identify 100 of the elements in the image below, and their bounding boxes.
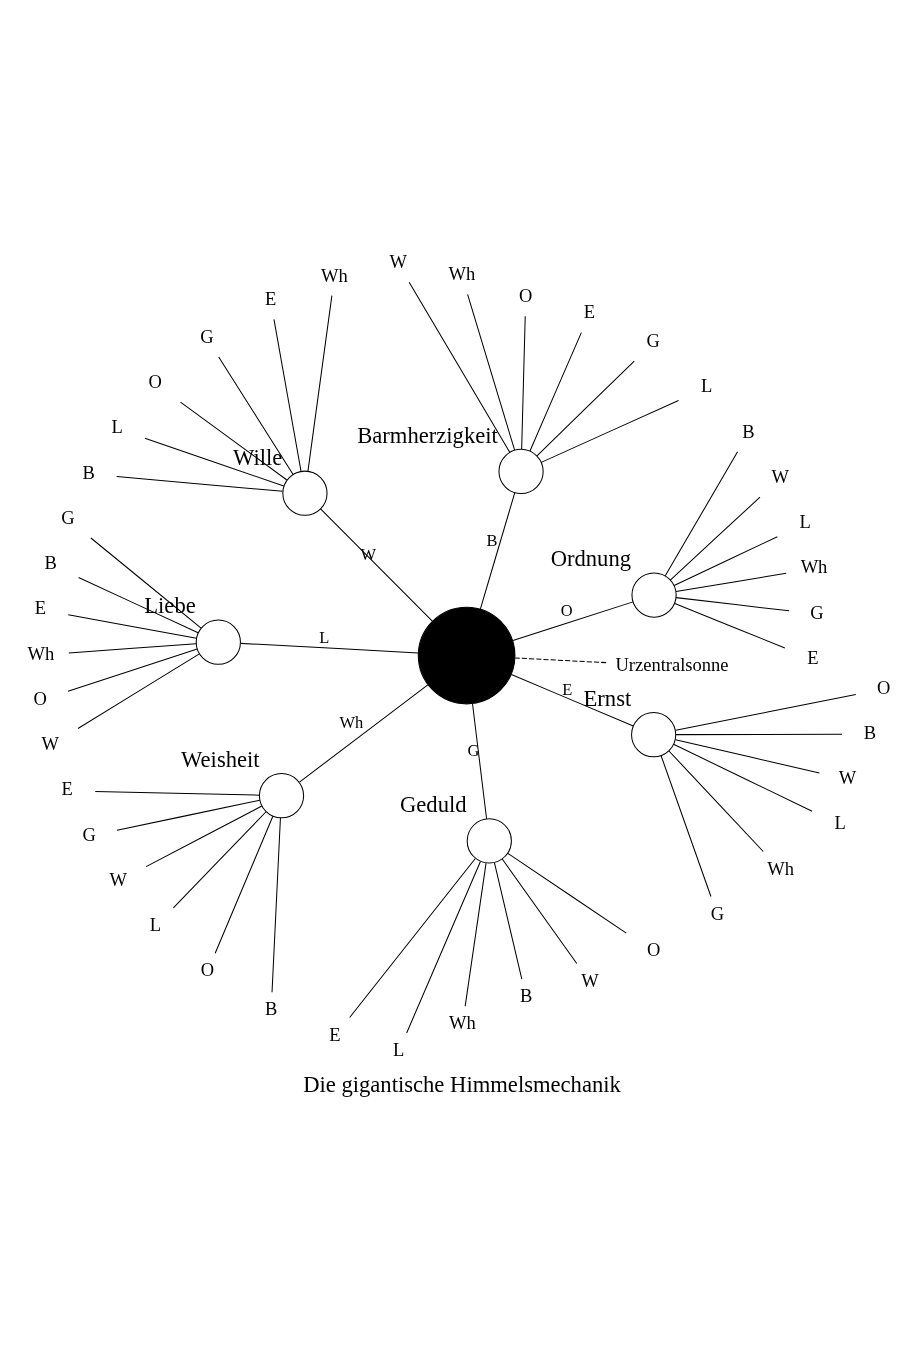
node-text: B [44,553,57,574]
edge-label: E [562,679,573,699]
connector [675,739,820,774]
connector [479,492,516,610]
node-text: Urzentralsonne [615,654,729,675]
connector [67,648,198,692]
connector [406,860,481,1034]
node-text: B [264,999,278,1020]
node-text: W [771,466,790,487]
edge-label: Wh [339,713,364,733]
connector [675,733,843,736]
node-circle [258,773,305,819]
node-label: Ernst [583,685,632,711]
node-text: O [519,286,533,307]
connector [349,858,476,1019]
connector [493,862,523,980]
connector [271,817,281,993]
node-text: O [877,677,891,698]
node-circle [631,572,677,618]
connector [77,653,200,729]
connector [501,858,578,965]
node-text: G [200,326,214,347]
edge-label: O [560,600,573,620]
node-text: W [109,869,127,890]
node-text: E [265,289,277,310]
node-text: Wh [448,264,476,285]
edge-label: B [486,530,498,550]
connector [669,496,761,581]
node-text: W [581,970,599,991]
node-text: Wh [27,643,55,664]
node-text: L [393,1040,405,1060]
connector [214,815,274,954]
connector [675,694,857,731]
connector [67,614,198,639]
connector [179,401,288,481]
node-text: E [34,598,47,619]
node-text: B [863,722,877,743]
node-text: E [329,1024,341,1045]
connector [307,295,333,472]
node-circle [417,606,516,705]
connector [521,315,526,450]
node-text: B [520,986,533,1007]
connector [273,318,302,472]
connector [675,597,790,612]
node-text: W [389,252,407,273]
connector [68,643,197,654]
node-label: Barmherzigkeit [357,422,498,448]
connector [529,332,582,452]
node-circle [466,818,512,864]
connector [116,799,261,831]
node-text: G [61,507,75,528]
node-text: Wh [449,1013,476,1034]
connector [320,508,433,622]
node-text: B [742,421,755,442]
connector [218,356,294,476]
node-text: W [41,734,59,755]
connector [660,755,712,898]
connector [510,674,634,727]
connector [673,536,778,587]
node-text: G [82,824,96,845]
node-text: O [200,960,215,981]
node-text: B [82,462,95,483]
node-text: O [647,940,661,961]
connector [536,360,635,457]
connector [467,293,516,451]
connector [514,657,607,664]
connector [240,642,419,654]
connector [172,811,267,909]
node-text: E [61,779,73,800]
connector [94,790,260,796]
node-text: G [710,903,725,924]
connector [90,537,202,629]
node-text: Wh [767,858,795,879]
node-text: O [148,372,162,393]
connector [408,281,511,453]
connector [540,399,680,463]
node-text: G [810,602,824,623]
connector [464,862,487,1007]
node-text: W [838,768,857,789]
node-text: G [646,331,660,352]
node-label: Ordnung [550,546,632,572]
node-circle [631,712,677,758]
connector [675,572,787,592]
connector [668,750,764,852]
node-label: Geduld [399,792,467,818]
node-text: L [700,376,713,397]
node-text: Wh [800,557,828,578]
caption: Die gigantische Himmelsmechanik [303,1072,621,1098]
node-circle [195,619,241,665]
connector [472,703,488,820]
connector [512,601,634,642]
node-circle [282,470,328,516]
node-text: L [834,813,846,834]
connector [298,684,429,783]
node-text: L [111,417,123,438]
connector [664,451,739,577]
node-text: E [807,647,819,668]
edge-label: L [319,627,330,647]
connector [507,852,627,934]
connector [674,602,786,649]
